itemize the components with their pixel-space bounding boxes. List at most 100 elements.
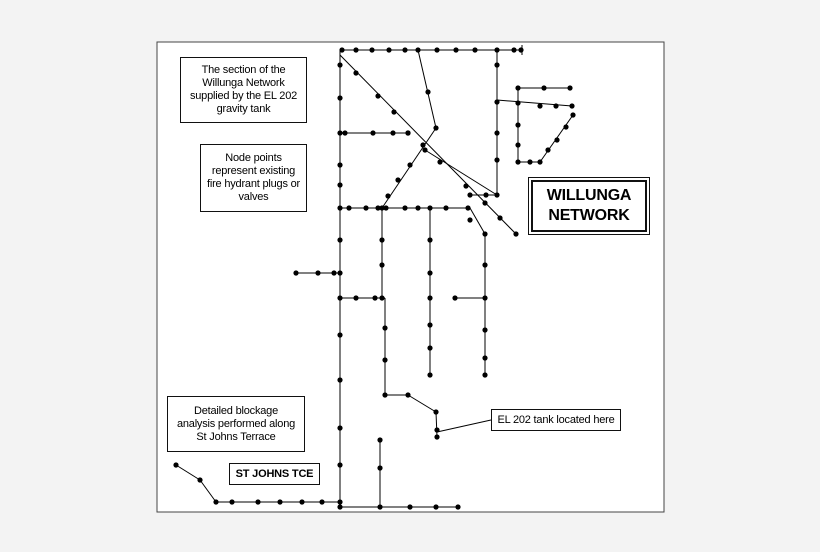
hydrant-node (497, 215, 503, 221)
hydrant-node (494, 192, 500, 198)
hydrant-node (315, 270, 321, 276)
hydrant-node (434, 47, 440, 53)
hydrant-node (422, 147, 428, 153)
hydrant-node (379, 295, 385, 301)
hydrant-node (402, 205, 408, 211)
hydrant-node (391, 109, 397, 115)
hydrant-node (405, 130, 411, 136)
hydrant-node (337, 499, 343, 505)
hydrant-node (229, 499, 235, 505)
hydrant-node (494, 130, 500, 136)
hydrant-node (515, 159, 521, 165)
hydrant-node (255, 499, 261, 505)
hydrant-node (346, 205, 352, 211)
hydrant-node (467, 217, 473, 223)
hydrant-node (515, 85, 521, 91)
hydrant-node (482, 295, 488, 301)
hydrant-node (377, 465, 383, 471)
tank-note: EL 202 tank located here (491, 409, 621, 431)
hydrant-nodes (173, 47, 576, 510)
hydrant-node (173, 462, 179, 468)
hydrant-node (337, 237, 343, 243)
blockage-note: Detailed blockage analysis performed alo… (167, 396, 305, 452)
hydrant-node (434, 434, 440, 440)
hydrant-node (337, 270, 343, 276)
hydrant-node (379, 205, 385, 211)
hydrant-node (377, 504, 383, 510)
hydrant-node (511, 47, 517, 53)
hydrant-node (425, 89, 431, 95)
pipe-segment (424, 149, 498, 196)
hydrant-node (405, 392, 411, 398)
hydrant-node (427, 205, 433, 211)
hydrant-node (553, 103, 559, 109)
hydrant-node (427, 295, 433, 301)
hydrant-node (385, 193, 391, 199)
hydrant-node (541, 85, 547, 91)
hydrant-node (427, 270, 433, 276)
node-points-note: Node points represent existing fire hydr… (200, 144, 307, 212)
pipe-segment (407, 394, 437, 413)
hydrant-node (370, 130, 376, 136)
pipe-lines (175, 45, 574, 508)
hydrant-node (433, 409, 439, 415)
street-label: ST JOHNS TCE (229, 463, 320, 485)
pipe-segment (417, 49, 437, 129)
hydrant-node (337, 162, 343, 168)
hydrant-node (452, 295, 458, 301)
hydrant-node (443, 205, 449, 211)
hydrant-node (494, 99, 500, 105)
hydrant-node (331, 270, 337, 276)
hydrant-node (353, 47, 359, 53)
hydrant-node (567, 85, 573, 91)
hydrant-node (463, 183, 469, 189)
hydrant-node (537, 159, 543, 165)
network-title: WILLUNGA NETWORK (528, 177, 650, 235)
hydrant-node (353, 295, 359, 301)
hydrant-node (482, 355, 488, 361)
hydrant-node (453, 47, 459, 53)
hydrant-node (277, 499, 283, 505)
hydrant-node (537, 103, 543, 109)
hydrant-node (455, 504, 461, 510)
hydrant-node (420, 142, 426, 148)
hydrant-node (342, 130, 348, 136)
hydrant-node (515, 122, 521, 128)
hydrant-node (382, 325, 388, 331)
hydrant-node (437, 159, 443, 165)
hydrant-node (483, 192, 489, 198)
hydrant-node (545, 147, 551, 153)
hydrant-node (337, 425, 343, 431)
tank-pointer-line (436, 419, 492, 433)
hydrant-node (433, 125, 439, 131)
hydrant-node (379, 237, 385, 243)
hydrant-node (415, 205, 421, 211)
hydrant-node (372, 295, 378, 301)
hydrant-node (375, 205, 381, 211)
pipe-segment (435, 411, 438, 438)
hydrant-node (337, 205, 343, 211)
hydrant-node (402, 47, 408, 53)
hydrant-node (465, 205, 471, 211)
hydrant-node (382, 392, 388, 398)
hydrant-node (472, 47, 478, 53)
hydrant-node (494, 47, 500, 53)
hydrant-node (337, 295, 343, 301)
hydrant-node (363, 205, 369, 211)
hydrant-node (337, 95, 343, 101)
hydrant-node (569, 103, 575, 109)
hydrant-node (570, 112, 576, 118)
hydrant-node (353, 70, 359, 76)
hydrant-node (383, 205, 389, 211)
hydrant-node (527, 159, 533, 165)
hydrant-node (386, 47, 392, 53)
hydrant-node (513, 231, 519, 237)
hydrant-node (515, 142, 521, 148)
hydrant-node (482, 372, 488, 378)
hydrant-node (395, 177, 401, 183)
hydrant-node (407, 162, 413, 168)
hydrant-node (407, 504, 413, 510)
hydrant-node (213, 499, 219, 505)
hydrant-node (390, 130, 396, 136)
